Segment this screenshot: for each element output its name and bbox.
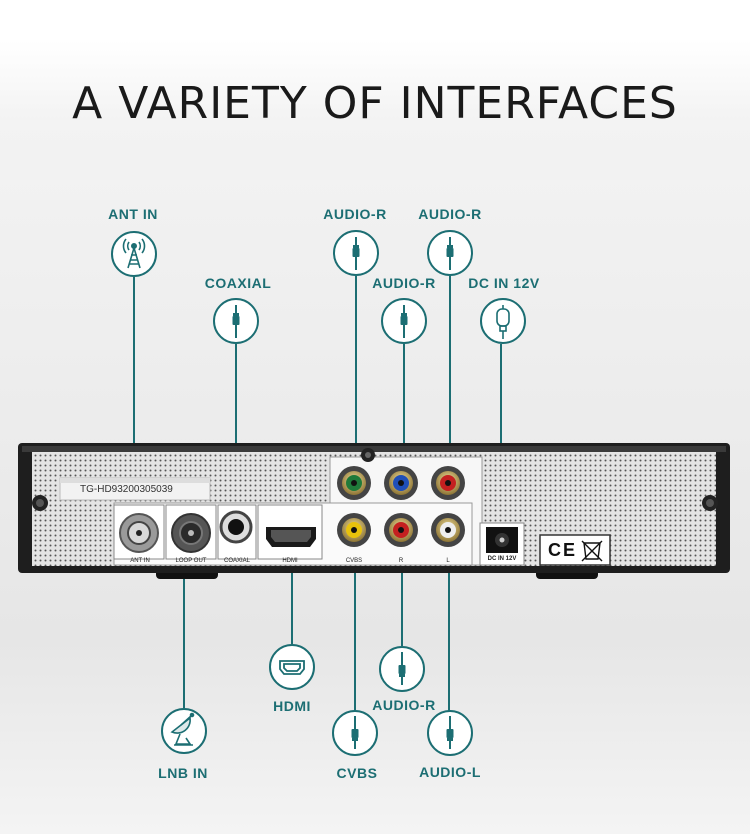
connector-line (354, 530, 356, 710)
port-label-loop-out: LOOP OUT (175, 558, 207, 564)
port-label-dc-in: DC IN 12V (487, 556, 517, 562)
label-audio-r-3: AUDIO-R (372, 275, 436, 291)
label-coaxial: COAXIAL (204, 275, 272, 291)
rca-plug-icon (427, 710, 473, 756)
rca-plug-icon (332, 710, 378, 756)
hdmi-icon (269, 644, 315, 690)
satellite-dish-icon (161, 708, 207, 754)
connector-line (235, 344, 237, 510)
port-label-l: L (446, 558, 450, 564)
connector-line (355, 276, 357, 460)
label-lnb-in: LNB IN (158, 765, 208, 781)
rca-plug-icon (381, 298, 427, 344)
connector-line (448, 530, 450, 711)
port-label-ant-in: ANT IN (130, 558, 150, 564)
connector-line (401, 530, 403, 646)
connector-line (133, 277, 135, 509)
svg-text:E: E (563, 540, 575, 560)
antenna-icon (111, 231, 157, 277)
connector-line (500, 344, 502, 512)
label-hdmi: HDMI (273, 698, 311, 714)
connector-line (183, 548, 185, 708)
label-ant-in: ANT IN (108, 206, 158, 222)
connector-line (403, 344, 405, 467)
label-audio-r-1: AUDIO-R (323, 206, 387, 222)
serial-number: TG-HD93200305039 (80, 484, 173, 495)
rca-plug-icon (427, 230, 473, 276)
rca-plug-icon (333, 230, 379, 276)
port-label-coaxial: COAXIAL (223, 558, 250, 564)
label-audio-l: AUDIO-L (419, 764, 481, 780)
port-label-hdmi: HDMI (282, 558, 298, 564)
dc-plug-icon (480, 298, 526, 344)
rca-plug-icon (379, 646, 425, 692)
receiver-rear-panel: C E TG-HD93200305039 ANT IN LOOP OUT COA… (18, 443, 730, 579)
page-title: A VARIETY OF INTERFACES (72, 78, 678, 129)
port-label-cvbs: CVBS (345, 558, 363, 564)
port-label-r: R (398, 558, 404, 564)
svg-text:C: C (548, 540, 561, 560)
connector-line (291, 553, 293, 644)
label-audio-r-4: AUDIO-R (372, 697, 436, 713)
connector-line (449, 276, 451, 468)
label-audio-r-2: AUDIO-R (418, 206, 482, 222)
rca-plug-icon (213, 298, 259, 344)
label-cvbs: CVBS (336, 765, 378, 781)
label-dc-in: DC IN 12V (468, 275, 540, 291)
